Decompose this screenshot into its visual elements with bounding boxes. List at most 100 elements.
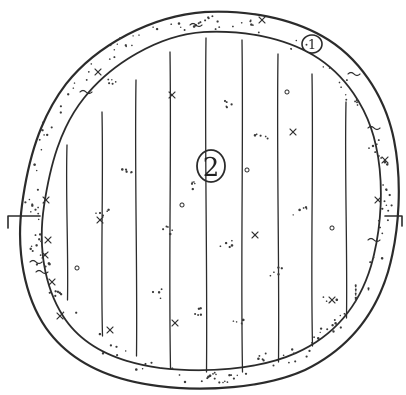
stipple-dot [270, 275, 272, 277]
stipple-dot [115, 81, 117, 83]
stipple-dot [99, 212, 101, 214]
stipple-dot [125, 171, 127, 173]
panel-line [136, 80, 137, 356]
stipple-dot [323, 296, 325, 298]
stipple-dot [334, 322, 337, 325]
stipple-dot [386, 204, 388, 206]
stipple-dot [194, 183, 195, 184]
stipple-dot [197, 314, 199, 316]
stipple-dot [29, 199, 31, 201]
stipple-dot [355, 294, 357, 296]
stipple-dot [226, 106, 228, 108]
stipple-dot [142, 368, 143, 369]
stipple-dot [303, 207, 305, 209]
stipple-dot [117, 43, 118, 44]
stipple-dot [323, 66, 325, 68]
stipple-dot [180, 27, 181, 28]
stipple-dot [334, 319, 336, 321]
stipple-dot [355, 290, 357, 292]
stipple-dot [381, 208, 383, 210]
stipple-dot [109, 58, 111, 60]
stipple-dot [131, 45, 133, 47]
stipple-dot [40, 240, 42, 242]
stipple-dot [207, 376, 210, 379]
stipple-dot [33, 163, 36, 166]
stipple-dot [225, 242, 227, 244]
stipple-dot [272, 364, 274, 366]
stipple-dot [212, 373, 214, 375]
stipple-dot [37, 213, 39, 215]
stipple-dot [336, 299, 339, 302]
stipple-dot [356, 99, 358, 101]
stipple-dot [125, 350, 126, 351]
stipple-dot [218, 26, 220, 28]
stipple-dot [293, 352, 295, 354]
stipple-dot [67, 93, 69, 95]
stipple-dot [306, 208, 308, 210]
stipple-dot [215, 374, 217, 376]
stipple-dot [226, 101, 228, 103]
panel-line [242, 40, 243, 372]
stipple-dot [258, 31, 260, 33]
stipple-dot [199, 21, 201, 23]
stipple-dot [49, 292, 51, 294]
stipple-dot [273, 271, 275, 273]
stipple-dot [288, 362, 290, 364]
panel-line [170, 52, 171, 368]
stipple-dot [138, 34, 139, 35]
stipple-dot [386, 189, 388, 191]
stipple-dot [331, 324, 333, 326]
stipple-dot [230, 103, 232, 105]
stipple-dot [204, 19, 206, 21]
stipple-dot [224, 100, 226, 102]
stipple-dot [389, 194, 391, 196]
stipple-dot [46, 134, 48, 136]
stipple-dot [344, 313, 346, 315]
stipple-dot [86, 79, 88, 81]
stipple-dot [382, 184, 384, 186]
stipple-dot [54, 295, 56, 297]
stipple-dot [162, 228, 164, 230]
callout-1: 1 [302, 35, 322, 53]
stipple-dot [242, 319, 245, 322]
stipple-dot [51, 126, 53, 128]
stipple-dot [41, 129, 43, 131]
x-mark [290, 129, 296, 135]
callout-2-label: 2 [203, 153, 220, 183]
stipple-dot [113, 56, 115, 58]
x-mark [49, 279, 55, 285]
stipple-dot [378, 139, 380, 141]
stipple-dot [345, 99, 347, 101]
rim-squiggles [30, 24, 380, 274]
stipple-dot [198, 22, 200, 24]
stipple-dot [132, 35, 133, 36]
panel-line [278, 54, 279, 362]
stipple-dot [125, 169, 127, 171]
stipple-dot [73, 87, 75, 89]
stipple-dot [232, 26, 234, 28]
stipple-dot [43, 134, 45, 136]
stipple-dot [354, 100, 356, 102]
stipple-dot [381, 257, 384, 260]
stipple-dot [207, 16, 209, 18]
stipple-dot [250, 19, 252, 21]
stipple-dot [222, 382, 224, 384]
stipple-dots [24, 15, 392, 383]
x-mark [259, 17, 265, 23]
panel-line [312, 74, 313, 346]
stipple-dot [386, 163, 388, 165]
stipple-dot [108, 82, 110, 84]
panel-line [67, 145, 68, 300]
callout-1-label: 1 [308, 38, 316, 53]
stipple-dot [158, 291, 160, 293]
stipple-dot [214, 378, 216, 380]
stipple-dot [290, 48, 292, 50]
stipple-dot [45, 265, 47, 267]
stipple-dot [277, 273, 280, 276]
stipple-dot [340, 326, 342, 328]
stipple-dot [130, 172, 131, 173]
stipple-dot [42, 121, 43, 122]
stipple-dot [224, 381, 226, 383]
stipple-dot [262, 359, 264, 361]
